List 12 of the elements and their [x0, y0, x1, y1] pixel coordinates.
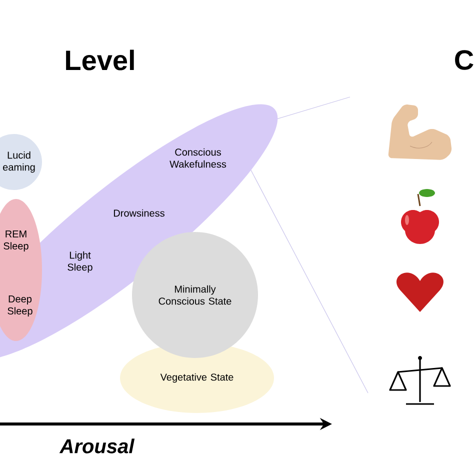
heading: Level: [66, 50, 134, 70]
state-label: REM Sleep: [4, 230, 28, 252]
state-label: Light Sleep: [68, 251, 92, 273]
state-label: Lucid eaming: [3, 151, 35, 173]
axis-label: Arousal: [59, 438, 135, 454]
heading: C: [455, 50, 474, 70]
state-label: Minimally Conscious State: [158, 285, 232, 305]
state-label: Drowsiness: [114, 209, 164, 217]
state-label: Deep Sleep: [8, 296, 32, 316]
state-circle: [132, 232, 258, 358]
state-label: Vegetative State: [160, 373, 234, 383]
state-label: Conscious Wakefulness: [170, 148, 226, 168]
